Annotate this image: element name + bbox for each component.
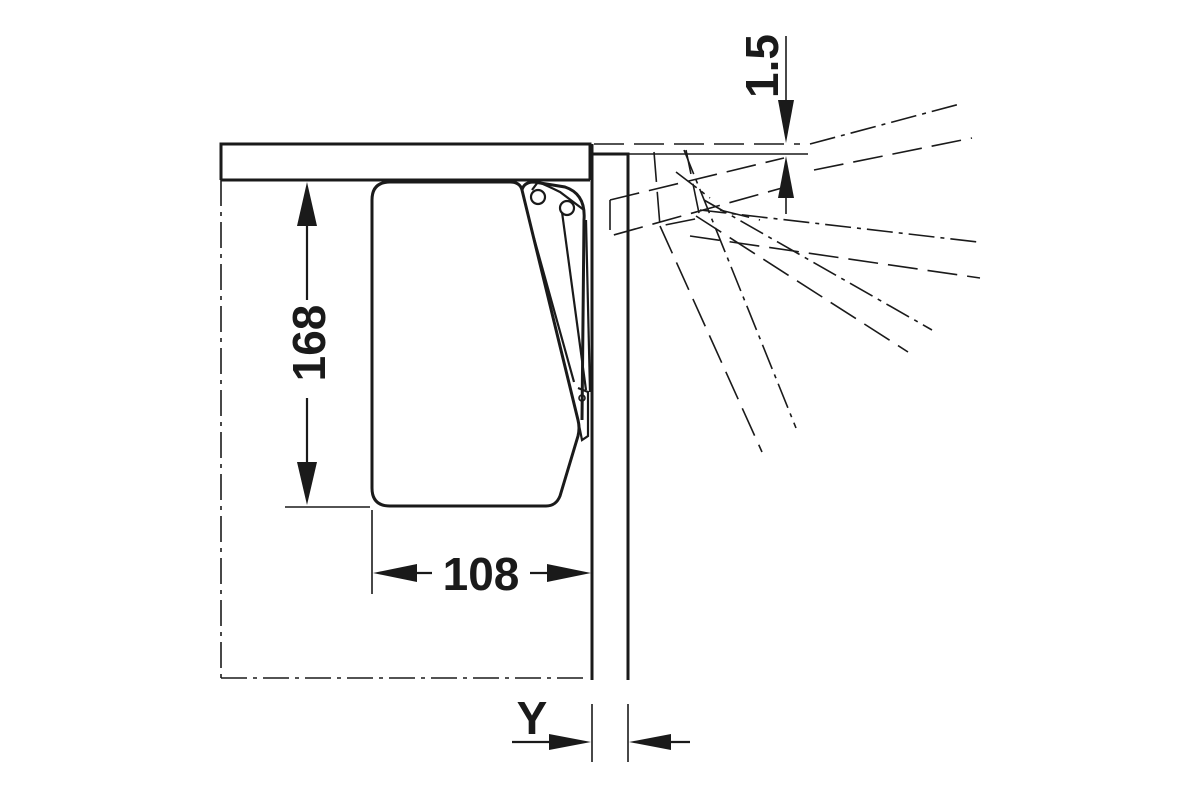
pivot-lower-icon [558,199,576,217]
dimension-108: 108 [371,510,591,600]
dimension-168: 168 [283,182,370,508]
dimension-y: Y [512,692,690,762]
arrow-left-y-icon [629,734,671,750]
arrow-down-small-icon [778,100,794,143]
arrow-down-icon [297,462,317,505]
dimension-y-label: Y [517,692,548,744]
arrow-right-y-icon [549,734,591,750]
top-panel [219,142,592,182]
dimension-168-label: 168 [283,305,335,382]
arrow-right-icon [547,564,591,582]
arrow-up-icon [297,182,317,226]
flap-open-positions [594,103,981,453]
dimension-1-5-label: 1.5 [736,34,788,98]
arrow-left-icon [373,564,417,582]
lift-arm [520,180,592,442]
dimension-1-5: 1.5 [736,34,794,214]
pivot-upper-icon [529,188,547,206]
lift-mechanism-housing [370,180,581,508]
arrow-up-small-icon [778,156,794,198]
cabinet-outline [220,180,585,679]
dimension-108-label: 108 [443,548,520,600]
